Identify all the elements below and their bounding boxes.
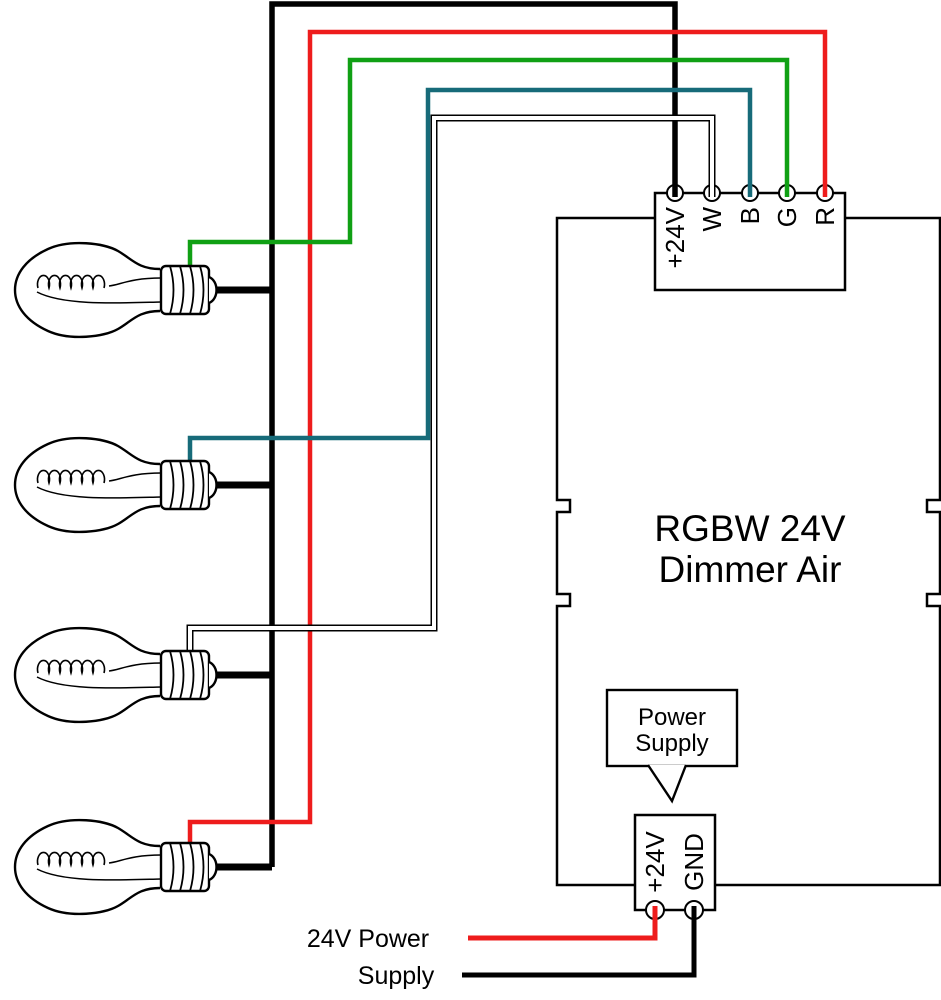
blue-channel-wire [187,87,753,461]
light-bulb-1 [13,241,218,339]
power-terminal-label-24v: +24V [640,831,670,893]
power-terminal-block [633,813,717,912]
white-channel-wire-core [188,116,714,651]
terminal-label-r: R [810,207,840,226]
black-bulb-leads [214,286,272,871]
green-channel-wire [187,57,790,266]
light-bulb-4 [13,818,218,916]
supply-red-wire [468,906,658,941]
source-label-line1: 24V Power [307,925,429,953]
source-label-line2: Supply [358,962,435,990]
device-title-line2: Dimmer Air [659,549,842,590]
supply-black-wire [462,906,697,978]
power-terminal-label-gnd: GND [679,833,709,891]
top-terminal-block [653,191,847,292]
device-title-line1: RGBW 24V [654,508,846,549]
red-channel-wire [187,29,828,843]
terminal-label-w: W [697,207,727,232]
power-supply-callout-pointer [647,764,688,804]
callout-text-line2: Supply [635,730,708,757]
light-bulb-2 [13,436,218,534]
terminal-label-24v: +24V [660,206,690,268]
light-bulb-3 [13,626,218,724]
terminal-label-b: B [735,207,765,224]
black-common-wire [269,1,678,867]
terminal-label-g: G [772,207,802,227]
callout-text-line1: Power [638,704,706,731]
